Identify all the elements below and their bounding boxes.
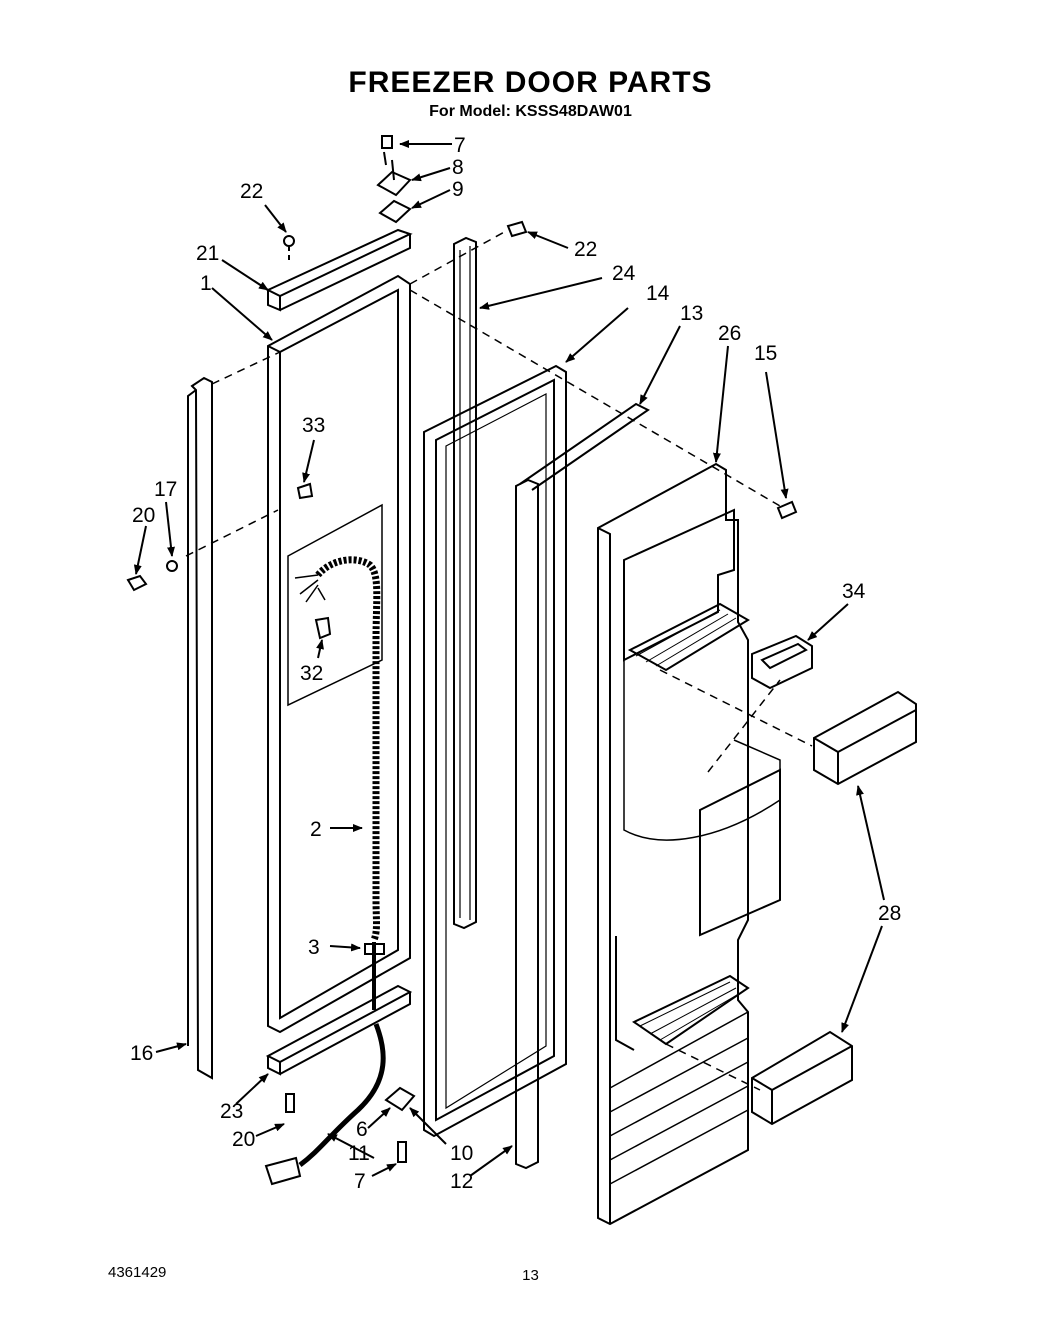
page-number: 13 (522, 1267, 539, 1284)
callout-13: 13 (680, 302, 703, 325)
model-subtitle: For Model: KSSS48DAW01 (429, 103, 632, 120)
door-liner-strip (515, 402, 650, 1170)
callout-10: 10 (450, 1142, 473, 1165)
callout-28: 28 (878, 902, 901, 925)
callout-33: 33 (302, 414, 325, 437)
hinge-channel-side (187, 376, 213, 1080)
callout-2: 2 (310, 818, 322, 841)
callout-22-right: 22 (574, 238, 597, 261)
upper-shelf (627, 602, 750, 672)
door-seal-strip (453, 236, 477, 930)
screw-22-right (506, 220, 528, 238)
door-inner-frame (267, 274, 411, 1034)
callout-17: 17 (154, 478, 177, 501)
bottom-channel (265, 984, 413, 1076)
callout-22-left: 22 (240, 180, 263, 203)
callout-6: 6 (356, 1118, 368, 1141)
lower-shelf (632, 974, 750, 1046)
page-title: FREEZER DOOR PARTS (348, 66, 713, 99)
callout-24: 24 (612, 262, 636, 285)
callout-21: 21 (196, 242, 219, 265)
callout-7-bottom: 7 (354, 1170, 366, 1193)
screw-22-left (283, 235, 295, 247)
callout-9: 9 (452, 178, 464, 201)
hinge-screw-top (381, 135, 393, 166)
power-cord (298, 1023, 386, 1167)
hinge-shim (378, 199, 412, 224)
callout-20-left: 20 (132, 504, 155, 527)
alignment-lines (185, 229, 813, 1091)
callout-34: 34 (842, 580, 866, 603)
door-liner (597, 462, 781, 1226)
screw-7-bottom (397, 1141, 407, 1163)
callout-7-top: 7 (454, 134, 466, 157)
callout-23: 23 (220, 1100, 243, 1123)
callout-14: 14 (646, 282, 670, 305)
hinge-bracket (376, 159, 412, 197)
callout-12: 12 (450, 1170, 473, 1193)
plug (264, 1156, 302, 1186)
callout-20-bottom: 20 (232, 1128, 255, 1151)
callout-16: 16 (130, 1042, 153, 1065)
wire-connector (314, 616, 332, 640)
callout-1: 1 (200, 272, 212, 295)
dispenser-tray (751, 634, 813, 690)
washer-17 (166, 560, 178, 572)
door-gasket (423, 364, 567, 1138)
callout-3: 3 (308, 936, 320, 959)
clip (296, 482, 314, 500)
callout-15: 15 (754, 342, 777, 365)
top-channel (265, 228, 413, 312)
lower-hinge (384, 1086, 416, 1112)
callout-26: 26 (718, 322, 741, 345)
document-number: 4361429 (108, 1264, 167, 1281)
screw-20-bottom (285, 1093, 295, 1113)
screw-15 (776, 500, 798, 520)
drip-tray-bottom (751, 1030, 853, 1126)
screw-20-left (126, 574, 148, 592)
grommet (364, 943, 385, 955)
callout-32: 32 (300, 662, 323, 685)
drip-tray-top (813, 690, 917, 786)
heater-coil (315, 556, 381, 942)
callout-8: 8 (452, 156, 464, 179)
callout-11: 11 (348, 1142, 370, 1165)
